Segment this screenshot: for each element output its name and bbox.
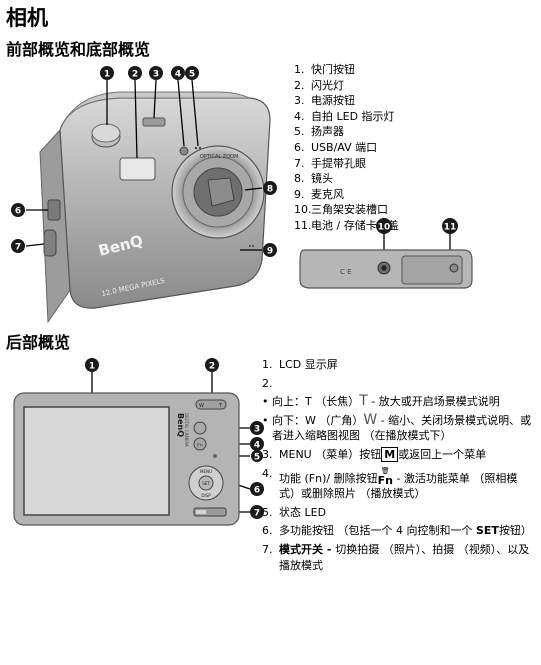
callout-back-2: 2	[209, 362, 215, 372]
lens-ring-text: OPTICAL ZOOM	[200, 154, 238, 160]
list-item: 5.扬声器	[294, 125, 344, 139]
trash-icon: 🗑	[380, 466, 390, 475]
list-item: 3.电源按钮	[294, 94, 355, 108]
callout-front-8: 8	[267, 185, 273, 195]
callout-front-1: 1	[104, 70, 110, 80]
list-item-down: • 向下：W （广角）W - 缩小、关闭场景模式说明、或者进入缩略图视图 （在播…	[262, 411, 532, 443]
list-item: 4. 功能 (Fn)/ 删除按钮🗑Fn - 激活功能菜单 （照相模式）或删除照片…	[262, 466, 518, 501]
svg-text:SET: SET	[202, 481, 210, 486]
callout-front-2: 2	[132, 70, 138, 80]
callout-front-5: 5	[189, 70, 195, 80]
callout-front-9: 9	[267, 247, 273, 257]
wide-icon: W	[363, 411, 378, 428]
camera-bottom-illustration: C E 10 11	[299, 218, 473, 289]
list-item: 4.自拍 LED 指示灯	[294, 109, 395, 123]
list-item: 6. 多功能按钮 （包括一个 4 向控制和一个 SET按钮）	[262, 524, 532, 538]
callout-bottom-11: 11	[444, 223, 457, 233]
list-item: 5. 状态 LED	[262, 505, 327, 519]
page-title: 相机	[6, 6, 48, 30]
zoom-lever	[195, 399, 227, 410]
list-item: 9.麦克风	[294, 187, 344, 201]
set-button	[198, 475, 214, 491]
callout-back-4: 4	[254, 441, 260, 451]
callout-back-7: 7	[254, 509, 260, 519]
list-item: 7.手提带孔眼	[294, 156, 366, 170]
list-item: 1.快门按钮	[294, 63, 355, 76]
section-title-back: 后部概览	[6, 333, 71, 352]
list-item-up: • 向上：T （长焦）T - 放大或开启场景模式说明	[262, 393, 500, 410]
strap-eyelet	[43, 229, 57, 257]
camera-back-side-text: DIGITAL CAMERA	[184, 413, 189, 447]
flash	[119, 157, 156, 181]
list-item: 7. 模式开关 - 切换拍摄 （照片）、拍摄 （视频）、以及播放模式	[262, 542, 530, 572]
callout-front-6: 6	[15, 207, 21, 217]
menu-button	[193, 421, 207, 435]
tele-icon: T	[359, 393, 368, 410]
callout-front-4: 4	[175, 70, 181, 80]
svg-text:MENU: MENU	[200, 469, 212, 474]
callout-back-3: 3	[254, 425, 260, 435]
callout-back-1: 1	[89, 362, 95, 372]
svg-text:C E: C E	[340, 268, 352, 276]
list-item: 1. LCD 显示屏	[262, 358, 338, 371]
status-led	[213, 454, 217, 458]
list-item: 2.	[262, 376, 273, 390]
callout-back-5: 5	[254, 453, 260, 463]
camera-front-illustration: OPTICAL ZOOM BenQ 12.0 MEGA PIXELS	[25, 79, 271, 324]
battery-card-cover	[401, 255, 463, 285]
list-item: 10.三角架安装槽口	[294, 203, 388, 217]
self-timer-led	[179, 146, 189, 156]
list-item: 2.闪光灯	[294, 78, 344, 92]
trash-fn-icon: 🗑Fn	[377, 466, 393, 487]
front-parts-list: 1.快门按钮 2.闪光灯 3.电源按钮 4.自拍 LED 指示灯 5.扬声器 6…	[294, 62, 534, 234]
fn-delete-button	[193, 437, 207, 451]
camera-back-illustration: BenQ DIGITAL CAMERA W T Fn SET MENU DISP…	[13, 358, 264, 526]
front-callouts: 1 2 3 4 5 6 7 8 9	[11, 66, 277, 257]
lcd-screen	[23, 406, 170, 516]
list-item: 6.USB/AV 端口	[294, 140, 378, 154]
callout-back-6: 6	[254, 486, 260, 496]
svg-text:W: W	[199, 403, 204, 409]
list-item: 8.镜头	[294, 172, 333, 186]
menu-key-icon: M	[381, 446, 399, 462]
callout-bottom-10: 10	[378, 223, 391, 233]
svg-text:Fn: Fn	[197, 443, 203, 449]
svg-text:T: T	[218, 403, 223, 409]
section-title-front: 前部概览和底部概览	[6, 40, 151, 59]
camera-back-brand: BenQ	[176, 413, 185, 437]
back-parts-list: 1. LCD 显示屏 2. • 向上：T （长焦）T - 放大或开启场景模式说明…	[262, 357, 532, 576]
callout-front-3: 3	[153, 70, 159, 80]
callout-front-7: 7	[15, 243, 21, 253]
svg-text:DISP: DISP	[201, 493, 211, 498]
